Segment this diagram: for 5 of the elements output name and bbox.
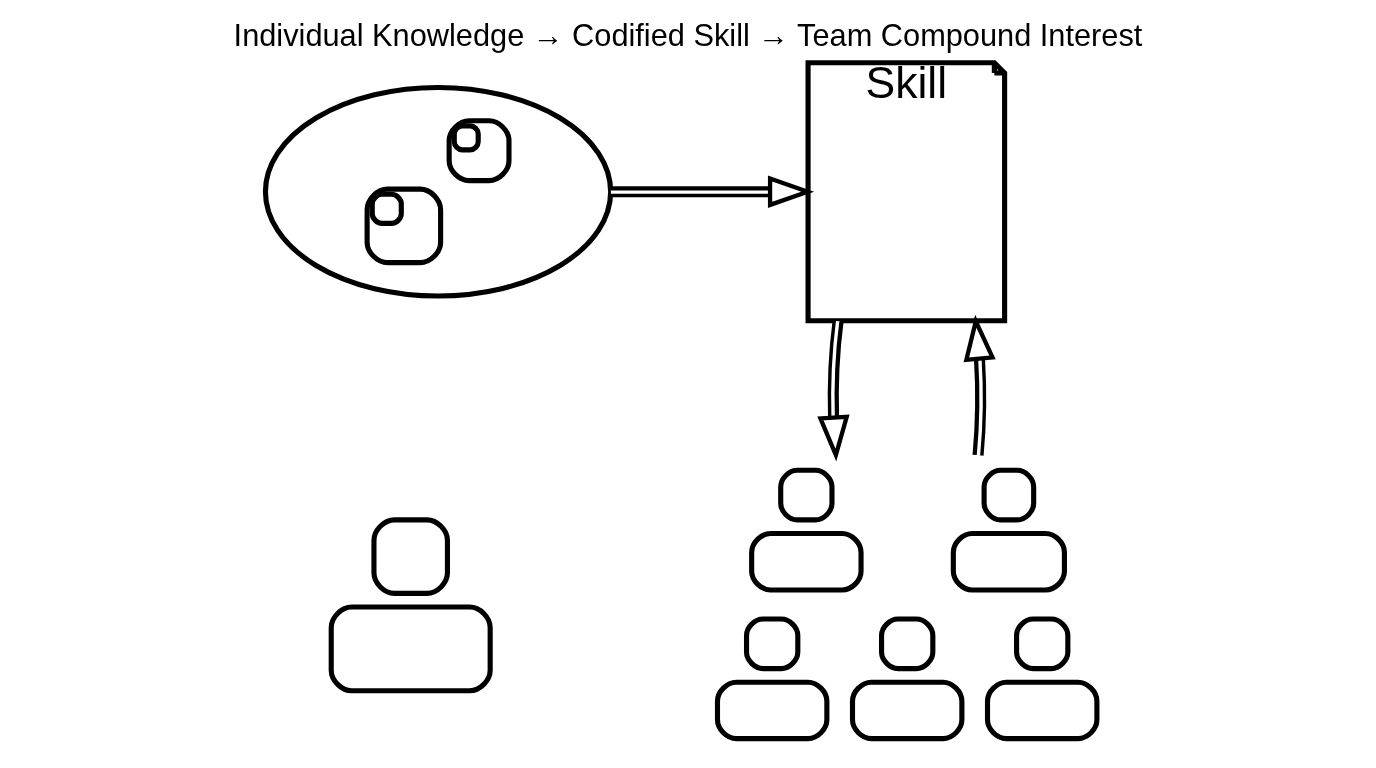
node-cloud [262, 84, 614, 299]
arrow [817, 320, 850, 462]
arrow [610, 175, 815, 208]
diagram-title: Individual Knowledge → Codified Skill → Team Compound Interest [233, 18, 1143, 54]
arrow [963, 314, 996, 456]
